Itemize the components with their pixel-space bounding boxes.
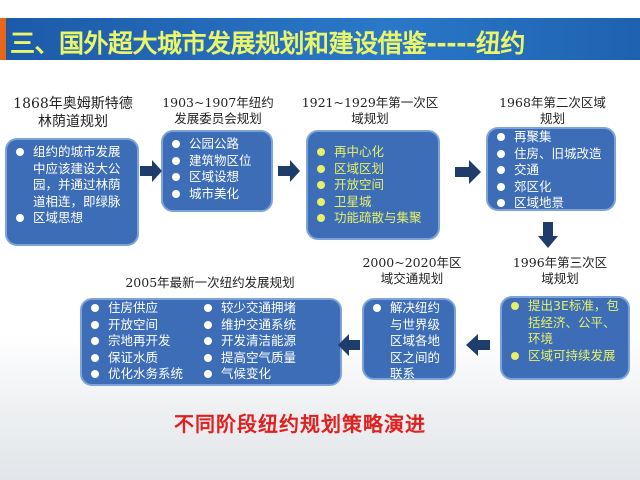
stage-1-box: 组约的城市发展中应该建设大公园，并通过林荫道相连，即绿脉区域思想 bbox=[5, 138, 139, 246]
title-bar: 三、国外超大城市发展规划和建设借鉴-----纽约 bbox=[0, 18, 640, 60]
stage-6-box: 解决纽约与世界级区域各地区之间的联系 bbox=[362, 298, 456, 383]
arrow-right-icon bbox=[455, 160, 481, 184]
list-item: 区域设想 bbox=[169, 169, 265, 186]
stage-2-title: 1903~1907年纽约发展委员会规划 bbox=[162, 95, 274, 126]
list-item: 建筑物区位 bbox=[169, 153, 265, 170]
list-item: 提高空气质量 bbox=[201, 350, 296, 367]
list-item: 开放空间 bbox=[88, 317, 183, 334]
arrow-down-icon bbox=[538, 222, 558, 248]
stage-1-title: 1868年奥姆斯特德林荫道规划 bbox=[13, 96, 133, 130]
stage-5-box: 提出3E标准，包括经济、公平、环境区域可持续发展 bbox=[500, 296, 630, 380]
list-item: 较少交通拥堵 bbox=[201, 300, 296, 317]
stage-6-title: 2000~2020年区域交通规划 bbox=[362, 255, 462, 286]
list-item: 解决纽约与世界级区域各地区之间的联系 bbox=[370, 300, 448, 383]
list-item: 交通 bbox=[494, 162, 608, 179]
arrow-left-icon bbox=[338, 334, 360, 356]
stage-2-box: 公园公路建筑物区位区域设想城市美化 bbox=[161, 130, 273, 212]
arrow-left-icon bbox=[466, 334, 490, 356]
footer-caption: 不同阶段纽约规划策略演进 bbox=[174, 412, 426, 436]
list-item: 再中心化 bbox=[314, 144, 432, 161]
stage-7-title: 2005年最新一次纽约发展规划 bbox=[125, 275, 295, 290]
list-item: 住房供应 bbox=[88, 300, 183, 317]
list-item: 维护交通系统 bbox=[201, 317, 296, 334]
page-title: 三、国外超大城市发展规划和建设借鉴-----纽约 bbox=[10, 29, 525, 58]
arrow-right-icon bbox=[140, 160, 162, 182]
list-item: 住房、旧城改造 bbox=[494, 146, 608, 163]
list-item: 卫星城 bbox=[314, 194, 432, 211]
list-item: 区域地景 bbox=[494, 195, 608, 212]
list-item: 气候变化 bbox=[201, 366, 296, 383]
list-item: 功能疏散与集聚 bbox=[314, 210, 432, 227]
stage-7-box: 住房供应开放空间宗地再开发保证水质优化水务系统 较少交通拥堵维护交通系统开发清洁… bbox=[80, 298, 342, 386]
list-item: 提出3E标准，包括经济、公平、环境 bbox=[508, 298, 622, 348]
list-item: 开放空间 bbox=[314, 177, 432, 194]
list-item: 区域可持续发展 bbox=[508, 348, 622, 365]
list-item: 组约的城市发展中应该建设大公园，并通过林荫道相连，即绿脉 bbox=[13, 144, 131, 210]
list-item: 城市美化 bbox=[169, 186, 265, 203]
list-item: 区域思想 bbox=[13, 210, 131, 227]
stage-4-box: 再聚集住房、旧城改造交通郊区化区域地景 bbox=[486, 127, 616, 211]
stage-5-title: 1996年第三次区域规划 bbox=[512, 255, 608, 286]
list-item: 优化水务系统 bbox=[88, 366, 183, 383]
list-item: 郊区化 bbox=[494, 179, 608, 196]
list-item: 宗地再开发 bbox=[88, 333, 183, 350]
list-item: 保证水质 bbox=[88, 350, 183, 367]
list-item: 区域区划 bbox=[314, 161, 432, 178]
list-item: 开发清洁能源 bbox=[201, 333, 296, 350]
stage-3-title: 1921~1929年第一次区域规划 bbox=[301, 95, 439, 126]
list-item: 再聚集 bbox=[494, 129, 608, 146]
arrow-right-icon bbox=[278, 160, 300, 182]
stage-4-title: 1968年第二次区域规划 bbox=[499, 95, 606, 126]
list-item: 公园公路 bbox=[169, 136, 265, 153]
accent-strip bbox=[0, 18, 6, 60]
stage-3-box: 再中心化区域区划开放空间卫星城功能疏散与集聚 bbox=[306, 130, 440, 240]
